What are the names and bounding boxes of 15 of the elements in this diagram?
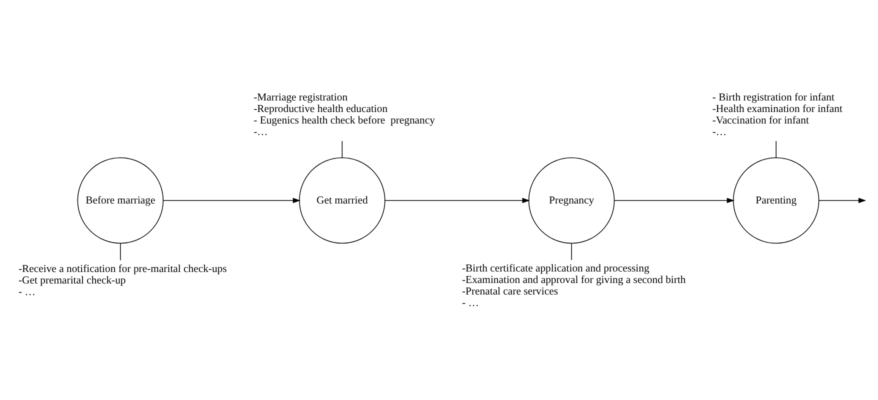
node-circle: Pregnancy bbox=[528, 156, 615, 244]
connector bbox=[120, 242, 121, 260]
node-circle: Parenting bbox=[732, 156, 820, 244]
node-text: -Birth certificate application and processing -Examination and approval for giving a second birth -Prenatal care services - … bbox=[462, 262, 686, 308]
arrow bbox=[384, 197, 530, 203]
arrow bbox=[614, 197, 734, 203]
node-circle: Before marriage bbox=[77, 156, 164, 244]
node-text: -Receive a notification for pre-marital check-ups -Get premarital check-up - … bbox=[18, 262, 227, 298]
node-circle: Get married bbox=[299, 156, 386, 244]
connector bbox=[342, 140, 343, 158]
node-text: -Marriage registration -Reproductive health education - Eugenics health check before pregnancy -… bbox=[254, 91, 435, 138]
arrow bbox=[818, 197, 866, 203]
arrow bbox=[163, 197, 300, 203]
node-text: - Birth registration for infant -Health examination for infant -Vaccination for infant -… bbox=[712, 91, 842, 138]
connector bbox=[571, 242, 572, 260]
